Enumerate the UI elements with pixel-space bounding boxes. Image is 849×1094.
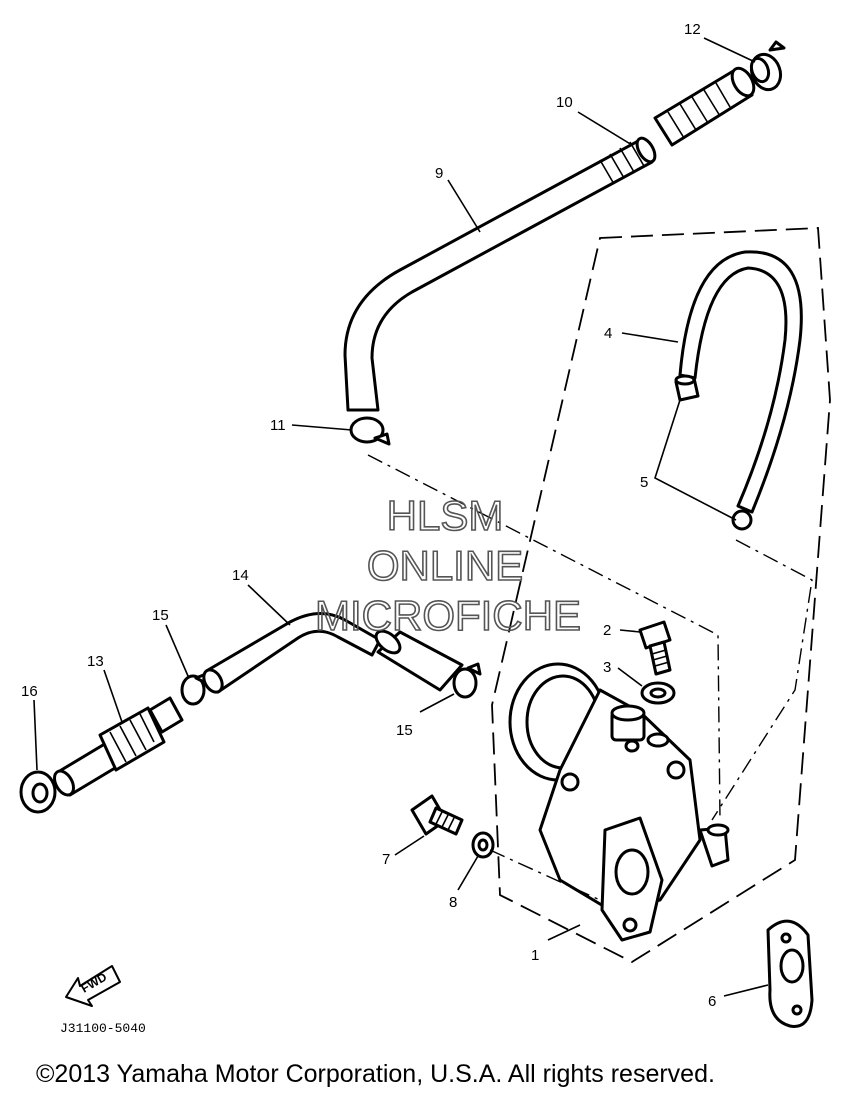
leader-12 — [703, 37, 756, 63]
callout-1: 1 — [531, 947, 539, 964]
part-2-bolt — [638, 620, 672, 676]
part-3-washer — [640, 681, 676, 705]
leader-8 — [457, 855, 479, 891]
callout-4: 4 — [604, 325, 612, 342]
leader-5 — [654, 399, 737, 521]
watermark-line-2: ONLINE — [367, 542, 523, 589]
part-11-hose-clip — [349, 416, 391, 446]
watermark-line-1: HLSM — [387, 492, 504, 539]
diagram-code: J31100-5040 — [60, 1021, 146, 1036]
callout-10: 10 — [556, 94, 573, 111]
part-1-pump-assembly — [508, 662, 730, 942]
callout-14: 14 — [232, 567, 249, 584]
callout-16: 16 — [21, 683, 38, 700]
part-9-hose — [343, 136, 657, 412]
callout-3: 3 — [603, 659, 611, 676]
leader-13 — [103, 669, 123, 723]
leader-10 — [577, 111, 633, 146]
watermark-line-3: MICROFICHE — [315, 592, 581, 639]
part-6-gasket — [766, 919, 814, 1028]
callout-12: 12 — [684, 21, 701, 38]
leader-6 — [723, 984, 769, 997]
callout-15-left: 15 — [152, 607, 169, 624]
joint-hose — [374, 629, 464, 692]
leader-14 — [247, 584, 291, 626]
leader-1 — [547, 924, 581, 941]
leader-16 — [33, 699, 38, 771]
part-10-hose-joint — [653, 66, 756, 147]
part-8-washer — [471, 831, 495, 859]
assembly-boundary — [491, 227, 831, 964]
part-13-fitting — [53, 696, 184, 797]
leader-15a — [165, 624, 189, 677]
callout-7: 7 — [382, 851, 390, 868]
part-12-hose-clip — [749, 40, 786, 92]
part-4-hose — [678, 250, 803, 514]
callout-13: 13 — [87, 653, 104, 670]
callout-5: 5 — [640, 474, 648, 491]
leader-3 — [617, 667, 643, 687]
alignment-line-5 — [711, 539, 813, 821]
copyright-notice: ©2013 Yamaha Motor Corporation, U.S.A. A… — [36, 1060, 715, 1088]
leader-15b — [419, 693, 455, 713]
part-7-bolt — [410, 794, 464, 836]
leader-11 — [291, 424, 353, 431]
leader-2 — [619, 629, 641, 633]
part-14-hose — [202, 612, 382, 694]
part-15-hose-clip-right — [452, 662, 482, 699]
leader-9 — [447, 179, 481, 233]
part-5-hose-end-lower — [731, 509, 753, 531]
alignment-line-8 — [489, 849, 601, 901]
callout-2: 2 — [603, 622, 611, 639]
part-5-hose-end-upper — [674, 374, 700, 402]
callout-9: 9 — [435, 165, 443, 182]
callout-15-right: 15 — [396, 722, 413, 739]
leader-7 — [394, 835, 425, 856]
callout-11: 11 — [270, 417, 286, 434]
alignment-line-11 — [367, 454, 721, 821]
fwd-direction-marker: FWD — [65, 965, 121, 1007]
leader-4 — [621, 332, 679, 343]
part-16-washer — [19, 770, 57, 814]
callout-8: 8 — [449, 894, 457, 911]
callout-6: 6 — [708, 993, 716, 1010]
